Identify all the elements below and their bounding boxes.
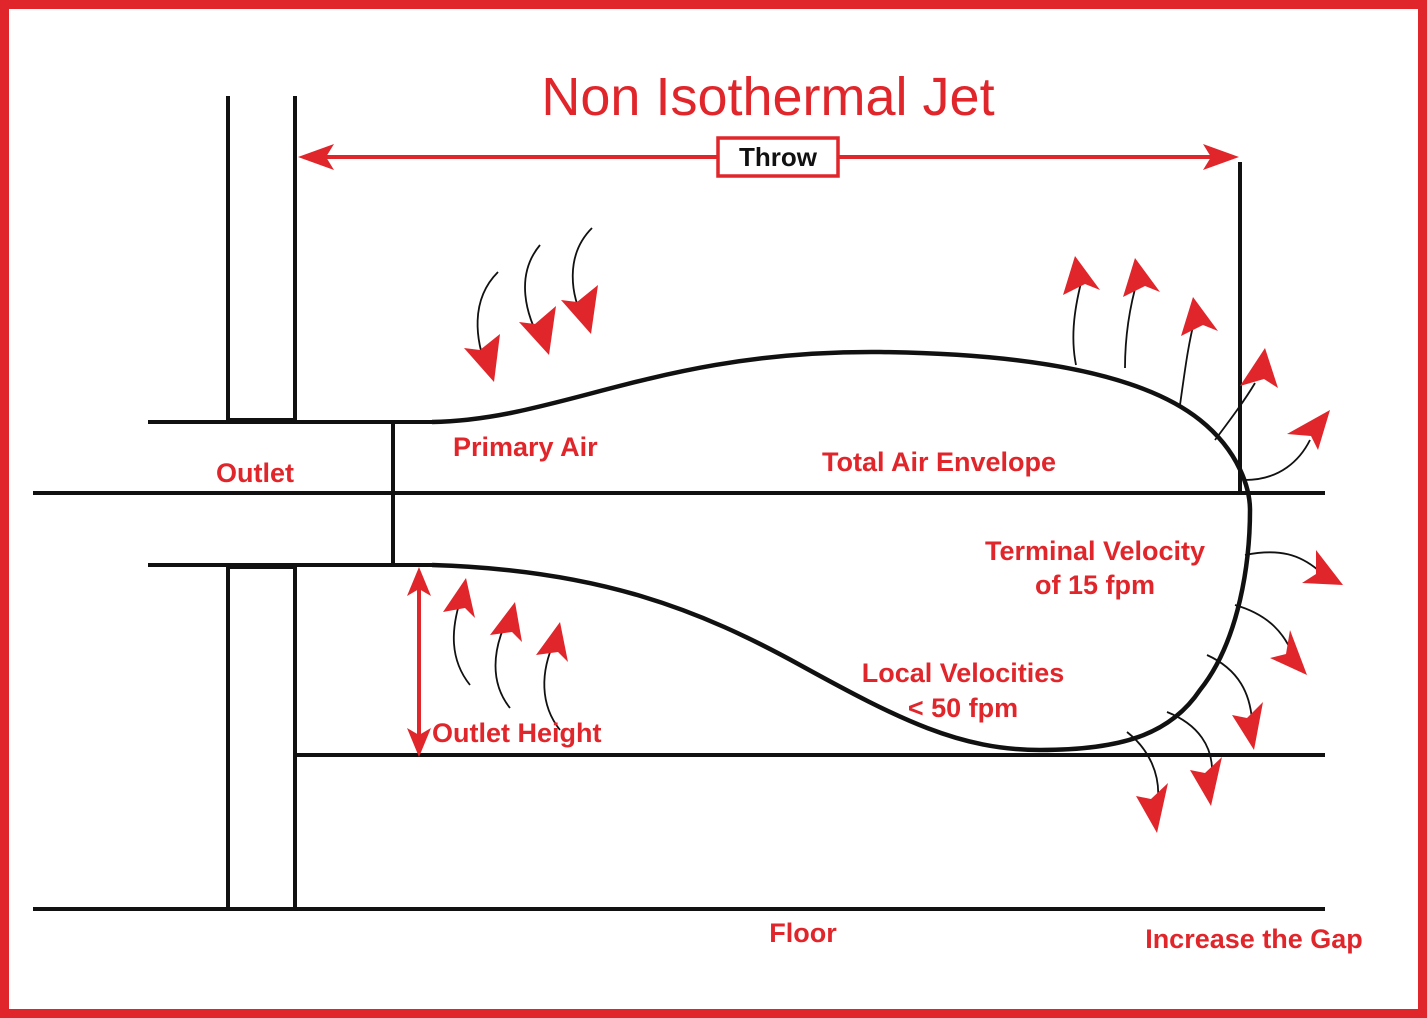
outward-air-arrows	[1063, 256, 1343, 833]
induced-air-arrows-lower	[443, 578, 568, 731]
local-velocities-label-line1: Local Velocities	[862, 658, 1065, 688]
local-velocities-label-line2: < 50 fpm	[908, 693, 1018, 723]
diagram-title: Non Isothermal Jet	[541, 67, 994, 127]
floor-label: Floor	[769, 918, 837, 948]
throw-arrowhead-left	[298, 144, 334, 170]
terminal-velocity-label-line2: of 15 fpm	[1035, 570, 1155, 600]
throw-label: Throw	[739, 142, 818, 172]
induced-air-arrows-upper	[464, 227, 598, 382]
throw-arrowhead-right	[1203, 144, 1239, 170]
throw-label-box	[716, 136, 840, 178]
outlet-height-arrowhead-top	[407, 567, 431, 596]
outlet-height-arrowhead-bottom	[407, 728, 431, 757]
total-air-envelope-label: Total Air Envelope	[822, 447, 1056, 477]
structure-lines	[33, 96, 1325, 911]
terminal-velocity-label-line1: Terminal Velocity	[985, 536, 1205, 566]
outlet-label: Outlet	[216, 458, 294, 488]
jet-envelope	[431, 349, 1253, 753]
primary-air-label: Primary Air	[453, 432, 598, 462]
increase-gap-label: Increase the Gap	[1145, 924, 1363, 954]
outlet-height-label: Outlet Height	[432, 718, 602, 748]
